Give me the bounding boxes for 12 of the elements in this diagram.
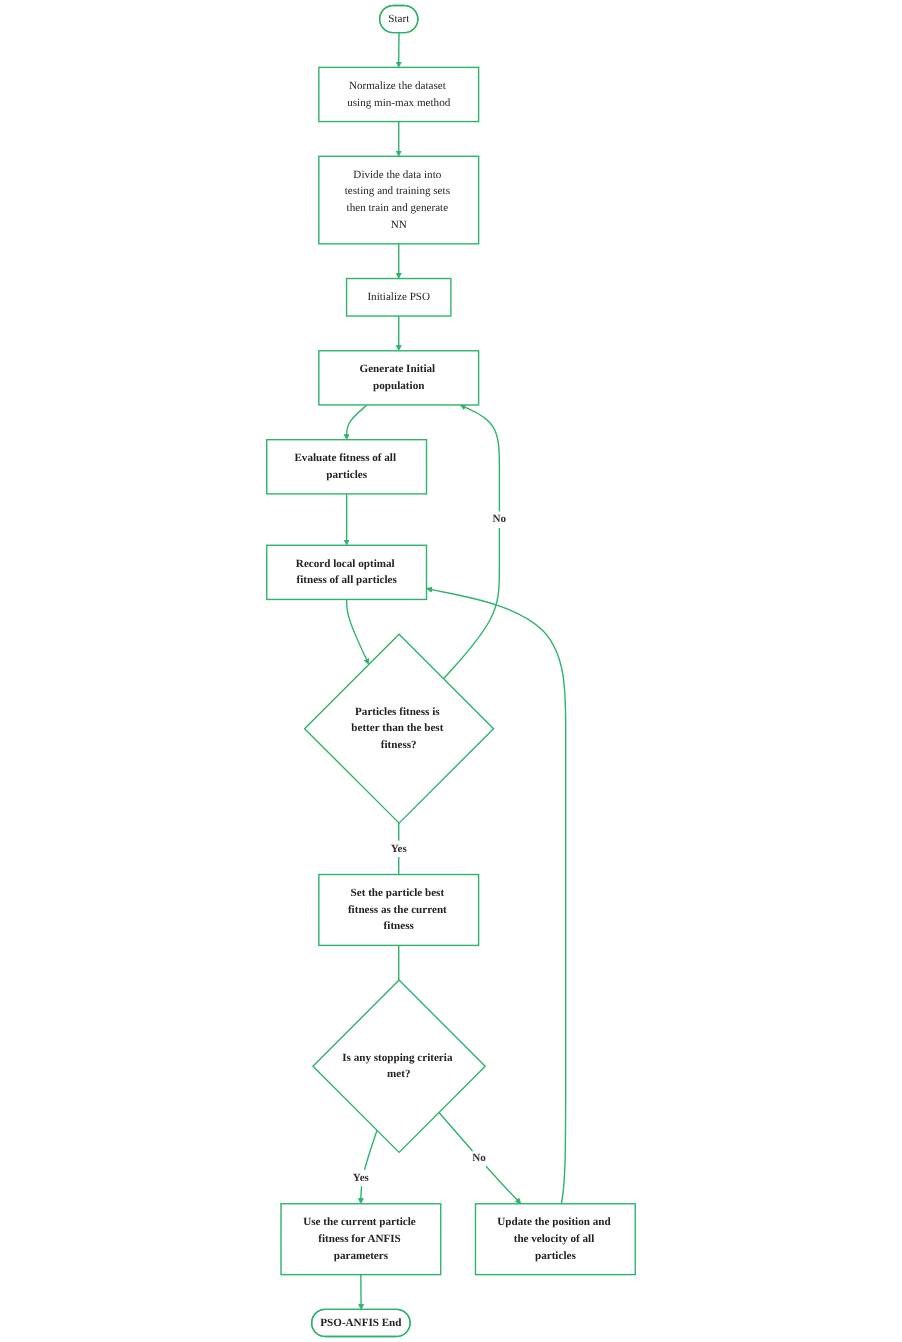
connector — [398, 944, 400, 981]
arrow — [358, 1273, 365, 1310]
arrow — [395, 315, 402, 352]
arrow — [395, 243, 402, 279]
arrow — [438, 1111, 522, 1205]
arrow — [395, 32, 402, 68]
arrow — [343, 404, 368, 440]
arrow — [442, 404, 501, 680]
arrow — [345, 598, 370, 665]
arrow — [395, 120, 402, 157]
arrow — [343, 493, 350, 546]
arrow — [426, 586, 567, 1205]
